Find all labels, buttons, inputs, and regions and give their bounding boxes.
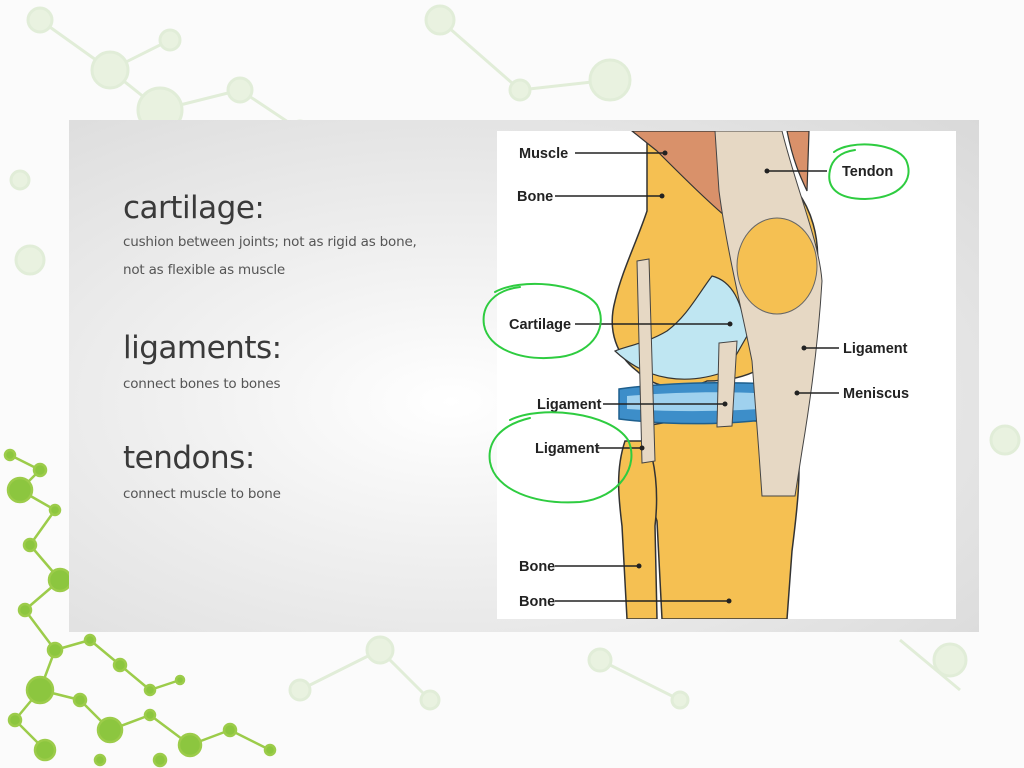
molecule-faint-cluster-bottom: [288, 424, 1021, 711]
label-ligament-right: Ligament: [843, 341, 908, 357]
term-ligaments: ligaments: connect bones to bones: [123, 330, 282, 398]
term-cartilage: cartilage: cushion between joints; not a…: [123, 190, 417, 284]
knee-diagram-svg: Muscle Bone Tendon Cartilage Ligament Me…: [509, 130, 909, 620]
label-muscle: Muscle: [519, 146, 568, 162]
label-bone-tibia: Bone: [519, 594, 555, 610]
term-heading-tendons: tendons:: [123, 440, 255, 476]
label-bone-fibula: Bone: [519, 559, 555, 575]
molecule-green-cluster: [3, 448, 277, 768]
muscle-shape-right: [786, 130, 810, 192]
label-ligament-left: Ligament: [535, 441, 600, 457]
tendon-highlight-circle: [828, 143, 910, 201]
ligament-left-shape: [636, 258, 656, 464]
term-heading-cartilage: cartilage:: [123, 190, 265, 226]
leader-dots: [636, 150, 807, 604]
term-definition-cartilage-line-1: cushion between joints; not as rigid as …: [123, 234, 417, 250]
label-tendon: Tendon: [842, 164, 893, 180]
patella-shape: [736, 217, 818, 315]
ligament-highlight-circle: [488, 411, 633, 504]
knee-diagram: Muscle Bone Tendon Cartilage Ligament Me…: [497, 130, 956, 620]
term-heading-ligaments: ligaments:: [123, 330, 282, 366]
label-meniscus: Meniscus: [843, 386, 909, 402]
ligament-mid-shape: [716, 340, 738, 428]
label-bone-top: Bone: [517, 189, 553, 205]
term-tendons: tendons: connect muscle to bone: [123, 440, 281, 508]
leader-lines: [555, 152, 839, 602]
term-definition-cartilage-line-2: not as flexible as muscle: [123, 262, 286, 278]
label-cartilage: Cartilage: [509, 317, 571, 333]
label-ligament-mid: Ligament: [537, 397, 602, 413]
term-definition-ligaments: connect bones to bones: [123, 376, 281, 392]
term-definition-tendons: connect muscle to bone: [123, 486, 281, 502]
cartilage-highlight-circle: [482, 282, 602, 359]
